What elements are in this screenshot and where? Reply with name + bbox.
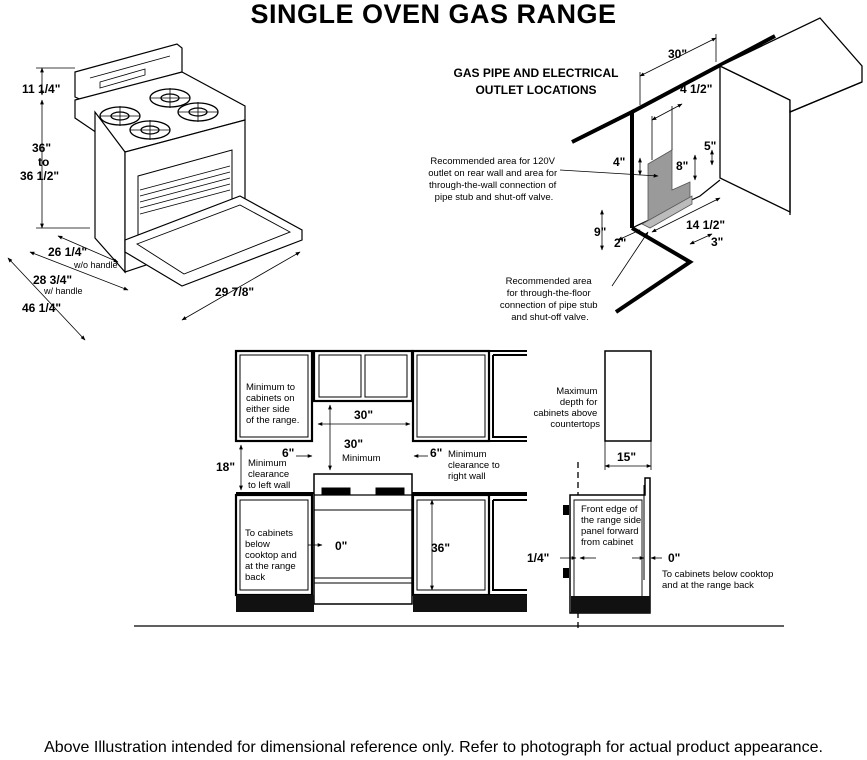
upper-cabinet-left	[234, 349, 314, 443]
range-dimension-lines	[7, 67, 301, 341]
left-wall-note: Minimum clearance to left wall	[248, 458, 292, 491]
dim-18: 18"	[216, 460, 235, 474]
min-cabinets-note: Minimum to cabinets on either side of th…	[246, 382, 299, 426]
dim-4-5: 4 1/2"	[680, 82, 712, 96]
dim-30-width: 30"	[668, 47, 687, 61]
right-wall-note: Minimum clearance to right wall	[448, 449, 502, 482]
dim-backguard-height: 11 1/4"	[22, 82, 60, 96]
dim-depth-no-handle: 26 1/4"	[48, 245, 87, 259]
toe-kick-right	[413, 595, 527, 612]
dim-quarter: 1/4"	[527, 551, 549, 565]
front-edge-note: Front edge of the range side panel forwa…	[581, 504, 644, 548]
range-illustration	[74, 43, 303, 287]
dim-5: 5"	[704, 139, 716, 153]
range-dimension-labels: 11 1/4" 36" to 36 1/2" 26 1/4" w/o handl…	[20, 82, 254, 315]
gas-pipe-heading-line2: OUTLET LOCATIONS	[475, 83, 596, 97]
dim-9: 9"	[594, 225, 606, 239]
dim-height-line3: 36 1/2"	[20, 169, 59, 183]
outlet-note: Recommended area for 120V outlet on rear…	[428, 156, 560, 203]
range-front	[313, 473, 413, 605]
dim-depth-with-handle: 28 3/4"	[33, 273, 72, 287]
dim-4: 4"	[613, 155, 625, 169]
dim-3: 3"	[711, 235, 723, 249]
cabinets-below-note: To cabinets below cooktop and at the ran…	[662, 569, 776, 591]
dim-0-side: 0"	[668, 551, 680, 565]
side-toe-kick	[571, 596, 650, 613]
dim-15: 15"	[617, 450, 636, 464]
dim-30-minimum-note: Minimum	[342, 453, 381, 464]
below-cooktop-note: To cabinets below cooktop and at the ran…	[245, 528, 299, 583]
footer-disclaimer: Above Illustration intended for dimensio…	[44, 739, 823, 756]
dim-30-minimum: 30"	[344, 437, 363, 451]
dim-8: 8"	[676, 159, 688, 173]
gas-pipe-dimension-lines	[559, 34, 721, 287]
dim-depth-door-open: 46 1/4"	[22, 301, 61, 315]
lower-cabinet-right	[411, 493, 491, 597]
floor-note: Recommended area for through-the-floor c…	[500, 276, 600, 323]
dim-depth-with-handle-note: w/ handle	[43, 286, 83, 296]
side-upper-cabinet	[604, 350, 652, 442]
front-clearance-dimension-lines	[239, 404, 434, 591]
upper-cabinet-center	[312, 349, 414, 403]
dimension-diagram: 11 1/4" 36" to 36 1/2" 26 1/4" w/o handl…	[7, 17, 863, 628]
toe-kick-left	[236, 595, 314, 612]
dim-0-left: 0"	[335, 539, 347, 553]
dim-width: 29 7/8"	[215, 285, 254, 299]
dim-height-line2: to	[38, 155, 49, 169]
dim-36: 36"	[431, 541, 450, 555]
page-title: SINGLE OVEN GAS RANGE	[250, 0, 617, 29]
side-view-labels: Maximum depth for cabinets above counter…	[527, 386, 776, 591]
upper-cabinet-right	[411, 349, 491, 443]
dim-2: 2"	[614, 236, 626, 250]
gas-pipe-labels: GAS PIPE AND ELECTRICAL OUTLET LOCATIONS…	[428, 47, 725, 323]
range-side-panel	[569, 477, 651, 614]
dim-height-line1: 36"	[32, 141, 51, 155]
dim-6-right: 6"	[430, 446, 442, 460]
side-view-dimension-lines	[560, 441, 662, 560]
dim-depth-no-handle-note: w/o handle	[73, 260, 118, 270]
dim-14-5: 14 1/2"	[686, 218, 725, 232]
dim-6-left: 6"	[282, 446, 294, 460]
max-depth-note: Maximum depth for cabinets above counter…	[533, 386, 600, 430]
front-clearance-view	[134, 349, 784, 627]
side-view	[563, 350, 652, 628]
burner-grates	[99, 88, 219, 140]
dim-30-cabinet-width: 30"	[354, 408, 373, 422]
front-clearance-labels: Minimum to cabinets on either side of th…	[216, 382, 502, 583]
gas-pipe-heading-line1: GAS PIPE AND ELECTRICAL	[454, 66, 619, 80]
